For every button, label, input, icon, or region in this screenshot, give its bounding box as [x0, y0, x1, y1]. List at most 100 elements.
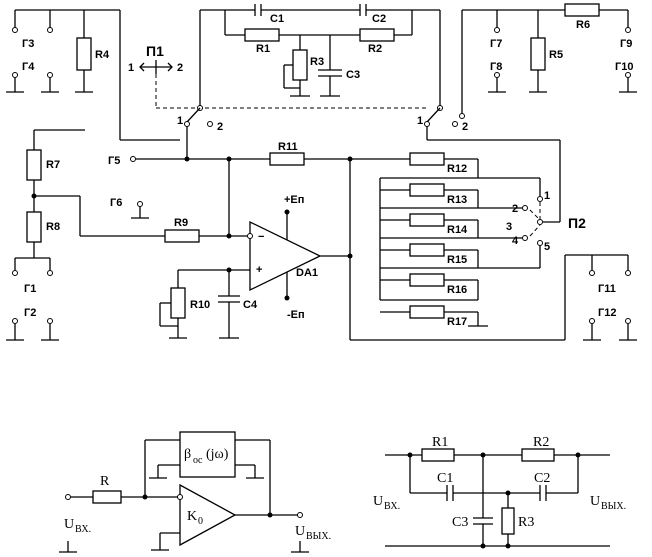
- p2-pos3-label: 3: [506, 221, 512, 233]
- g9-label: Г9: [620, 38, 632, 50]
- p2-pos5-label: 5: [544, 241, 550, 253]
- g1-label: Г1: [24, 283, 36, 295]
- r1-resistor: [244, 28, 280, 42]
- r14-label: R14: [447, 224, 468, 236]
- r9-resistor: [164, 229, 200, 243]
- r5-resistor: [530, 37, 546, 71]
- p2-label: П2: [568, 215, 586, 231]
- r12-label: R12: [447, 163, 467, 175]
- br-r1-label: R1: [432, 435, 448, 450]
- br-uout-subscript: ВЫХ.: [601, 501, 626, 512]
- br-uout-symbol: U: [590, 494, 600, 509]
- top-schematic: Г3 Г4 R4 C1: [6, 3, 637, 341]
- k0-subscript: 0: [198, 516, 203, 527]
- plus-supply-label: +Eп: [284, 194, 304, 206]
- r6-label: R6: [576, 19, 590, 31]
- beta-argument: (jω): [206, 447, 229, 462]
- sw2-pos1-label: 1: [417, 115, 423, 127]
- beta-symbol: β: [184, 447, 191, 462]
- p2-pos1-label: 1: [544, 190, 550, 202]
- r4-label: R4: [95, 49, 110, 61]
- g3-label: Г3: [22, 38, 34, 50]
- r12-resistor: [409, 152, 445, 166]
- br-r1-resistor: [421, 448, 455, 462]
- da1-label: DA1: [296, 267, 318, 279]
- resistor-ladder: R12 R13 R14 R15 R16: [379, 152, 488, 328]
- g5-label: Г5: [108, 155, 120, 167]
- g4-label: Г4: [22, 61, 35, 73]
- br-r3-resistor: [501, 507, 515, 535]
- minus-supply-label: -Eп: [287, 309, 305, 321]
- r9-label: R9: [174, 217, 188, 229]
- r8-label: R8: [46, 221, 60, 233]
- r2-resistor: [359, 28, 395, 42]
- r-label: R: [100, 474, 110, 489]
- g8-label: Г8: [490, 61, 502, 73]
- c2-label: C2: [372, 13, 386, 25]
- beta-subscript: oc: [193, 455, 203, 466]
- br-c1-label: C1: [437, 471, 453, 486]
- p1-pos1-label: 1: [128, 62, 134, 74]
- uout-subscript: ВЫХ.: [306, 531, 331, 542]
- left-bottom-group: R7 R8 Г1 Г2: [6, 129, 165, 341]
- uout-symbol: U: [295, 524, 305, 539]
- da1-opamp: [249, 220, 322, 292]
- right-top-group: Г7 Г8 R5 R6 Г9 Г10: [459, 3, 637, 119]
- r15-label: R15: [447, 254, 467, 266]
- br-r2-resistor: [521, 448, 555, 462]
- switch-p2: 1 2 3 4 5 П2: [478, 177, 586, 269]
- r17-resistor: [409, 305, 445, 319]
- r7-label: R7: [46, 159, 60, 171]
- p2-pos2-label: 2: [512, 203, 518, 215]
- opamp-da1: R9 − + DA1 +Eп -Eп: [159, 159, 628, 341]
- r7-resistor: [26, 149, 42, 181]
- g10-label: Г10: [615, 61, 633, 73]
- beta-block: [179, 431, 236, 478]
- c4-label: C4: [243, 299, 258, 311]
- g2-label: Г2: [24, 307, 36, 319]
- br-r3-label: R3: [518, 515, 534, 530]
- r16-resistor: [409, 273, 445, 287]
- sw1-pos1-label: 1: [177, 115, 183, 127]
- bottom-right-schematic: R1 R2 C1 C2 C3 R3 U ВХ. U ВЫХ.: [373, 435, 626, 549]
- br-c3-label: C3: [452, 515, 468, 530]
- da1-plus-sign: +: [256, 264, 262, 276]
- right-bottom-group: Г11 Г12: [583, 255, 637, 341]
- k0-symbol: K: [187, 509, 197, 524]
- uin-subscript: ВХ.: [75, 524, 91, 535]
- r-resistor: [92, 490, 122, 504]
- sw2-pos2-label: 2: [462, 121, 468, 133]
- br-c2-label: C2: [534, 471, 550, 486]
- switch-p1: П1 1 2 1 2 1 2: [128, 43, 561, 190]
- g11-label: Г11: [598, 283, 616, 295]
- r2-label: R2: [368, 43, 382, 55]
- sw1-pos2-label: 2: [217, 121, 223, 133]
- c3-label: C3: [346, 69, 360, 81]
- p1-pos2-label: 2: [177, 62, 183, 74]
- r10-label: R10: [190, 299, 210, 311]
- r3-label: R3: [310, 56, 324, 68]
- r8-resistor: [26, 211, 42, 243]
- br-uin-symbol: U: [373, 494, 383, 509]
- r3-resistor: [292, 49, 308, 81]
- r17-label: R17: [447, 316, 467, 328]
- r13-label: R13: [447, 194, 467, 206]
- bridge-network: C1 C2 R1 R2 R3 C3: [199, 4, 441, 108]
- uin-symbol: U: [64, 517, 74, 532]
- g7-label: Г7: [490, 38, 502, 50]
- c1-label: C1: [270, 13, 284, 25]
- p1-label: П1: [146, 43, 164, 59]
- input-line: Г5 R11: [108, 141, 410, 236]
- bottom-left-schematic: β oc (jω) R K 0 U ВХ. U ВЫХ.: [59, 431, 331, 553]
- br-uin-subscript: ВХ.: [384, 501, 400, 512]
- g6-label: Г6: [110, 197, 122, 209]
- r15-resistor: [409, 243, 445, 257]
- r5-label: R5: [549, 49, 563, 61]
- r1-label: R1: [256, 43, 270, 55]
- r6-resistor: [564, 3, 600, 17]
- br-r2-label: R2: [533, 435, 549, 450]
- da1-minus-sign: −: [258, 231, 264, 243]
- g6-terminal: Г6: [110, 197, 149, 219]
- r11-resistor: [269, 152, 305, 166]
